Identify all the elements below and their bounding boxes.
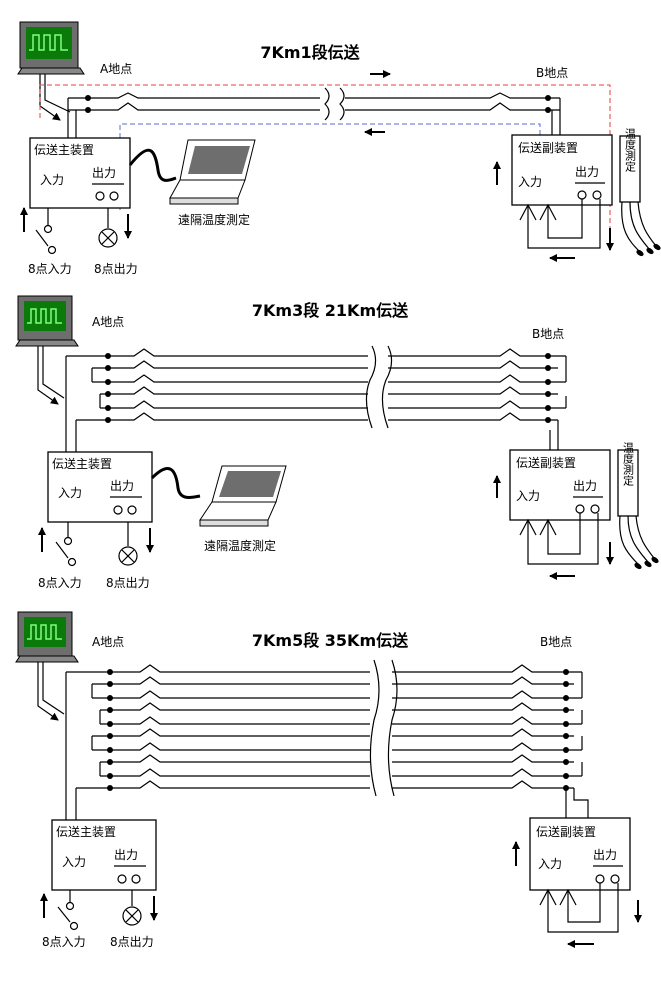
site-a-label: A地点: [92, 315, 124, 329]
monitor-icon: [17, 21, 85, 75]
points-in-label: 8点入力: [38, 576, 82, 590]
output-label: 出力: [114, 848, 138, 862]
panel-3: 7Km5段 35Km伝送 A地点 B地点: [15, 611, 642, 949]
site-b-label: B地点: [532, 327, 564, 341]
slave-input-label: 入力: [518, 175, 542, 189]
slave-output-label: 出力: [593, 848, 617, 862]
site-a-label: A地点: [100, 62, 132, 76]
slave-unit: [511, 134, 613, 206]
slave-unit: [529, 817, 631, 891]
laptop-icon: [169, 139, 256, 205]
remote-temp-label: 遠隔温度測定: [178, 212, 250, 227]
input-label: 入力: [40, 173, 64, 187]
points-out-label: 8点出力: [110, 935, 154, 949]
master-unit-label: 伝送主装置: [56, 824, 116, 839]
output-label: 出力: [110, 479, 134, 493]
slave-unit-label: 伝送副装置: [536, 824, 596, 839]
slave-unit-label: 伝送副装置: [516, 455, 576, 470]
slave-input-label: 入力: [538, 857, 562, 871]
site-b-label: B地点: [540, 635, 572, 649]
master-unit-label: 伝送主装置: [52, 456, 112, 471]
points-out-label: 8点出力: [106, 576, 150, 590]
panel-2: 7Km3段 21Km伝送 A地点 B地点: [15, 295, 659, 590]
points-in-label: 8点入力: [28, 262, 72, 276]
points-in-label: 8点入力: [42, 935, 86, 949]
panel-3-title: 7Km5段 35Km伝送: [252, 631, 409, 650]
points-out-label: 8点出力: [94, 262, 138, 276]
temp-measure-label: 温度測定: [622, 442, 635, 487]
panel-1-title: 7Km1段伝送: [260, 43, 360, 62]
slave-unit-label: 伝送副装置: [518, 140, 578, 155]
input-label: 入力: [58, 486, 82, 500]
slave-input-label: 入力: [516, 489, 540, 503]
laptop-icon: [199, 465, 287, 527]
input-label: 入力: [62, 855, 86, 869]
slave-output-label: 出力: [575, 165, 599, 179]
output-label: 出力: [92, 166, 116, 180]
remote-temp-label: 遠隔温度測定: [204, 538, 276, 553]
site-a-label: A地点: [92, 635, 124, 649]
panel-1: 7Km1段伝送 A地点 B地点 伝送主装置 入力: [17, 21, 661, 276]
slave-unit: [509, 449, 611, 521]
site-b-label: B地点: [536, 66, 568, 80]
master-unit: [51, 819, 157, 891]
master-unit: [47, 451, 153, 523]
monitor-icon: [15, 295, 79, 347]
monitor-icon: [15, 611, 79, 663]
temp-measure-label: 温度測定: [624, 128, 637, 173]
panel-2-title: 7Km3段 21Km伝送: [252, 301, 409, 320]
master-unit: [29, 137, 131, 209]
master-unit-label: 伝送主装置: [34, 142, 94, 157]
slave-output-label: 出力: [573, 479, 597, 493]
